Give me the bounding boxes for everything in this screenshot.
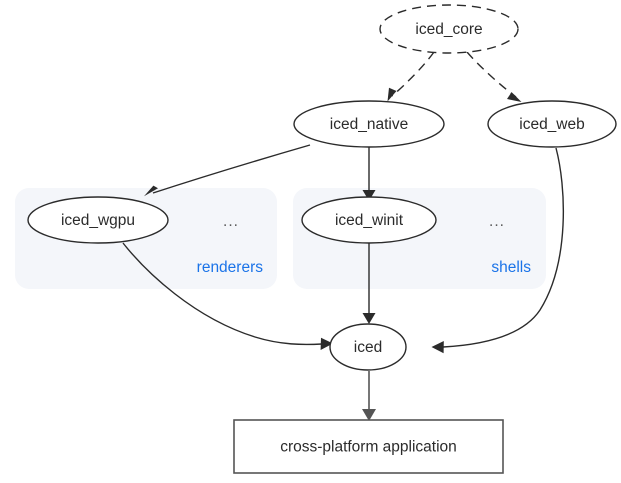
- edge-iced_native-to-iced_winit: [362, 147, 376, 201]
- node-iced_web-label: iced_web: [519, 116, 585, 133]
- node-iced-label: iced: [354, 339, 382, 356]
- edge-iced-to-application: [362, 371, 376, 421]
- node-iced_native-label: iced_native: [330, 116, 408, 133]
- ellipsis-shells: ...: [489, 213, 505, 230]
- ellipsis-renderers: ...: [223, 213, 239, 230]
- edge-iced_native-to-iced_wgpu: [144, 144, 311, 197]
- node-application-label: cross-platform application: [280, 439, 457, 456]
- cluster-shells-label: shells: [491, 259, 531, 276]
- node-iced_winit-label: iced_winit: [335, 212, 404, 229]
- node-iced_winit[interactable]: iced_winit: [301, 196, 437, 244]
- edge-iced_core-to-iced_native: [387, 51, 435, 102]
- edge-iced_core-to-iced_web: [466, 51, 522, 102]
- edge-iced_winit-to-iced: [362, 242, 376, 324]
- node-iced_wgpu[interactable]: iced_wgpu: [27, 196, 169, 244]
- cluster-renderers-label: renderers: [197, 259, 264, 276]
- edge-iced_web-to-iced: [431, 147, 565, 354]
- node-iced_core[interactable]: iced_core: [379, 4, 519, 54]
- node-application[interactable]: cross-platform application: [233, 419, 504, 474]
- edge-iced_wgpu-to-iced: [122, 242, 333, 350]
- node-iced_native[interactable]: iced_native: [293, 100, 445, 148]
- node-iced_core-label: iced_core: [415, 21, 482, 38]
- node-iced[interactable]: iced: [329, 323, 407, 371]
- node-iced_wgpu-label: iced_wgpu: [61, 212, 135, 229]
- node-iced_web[interactable]: iced_web: [487, 100, 617, 148]
